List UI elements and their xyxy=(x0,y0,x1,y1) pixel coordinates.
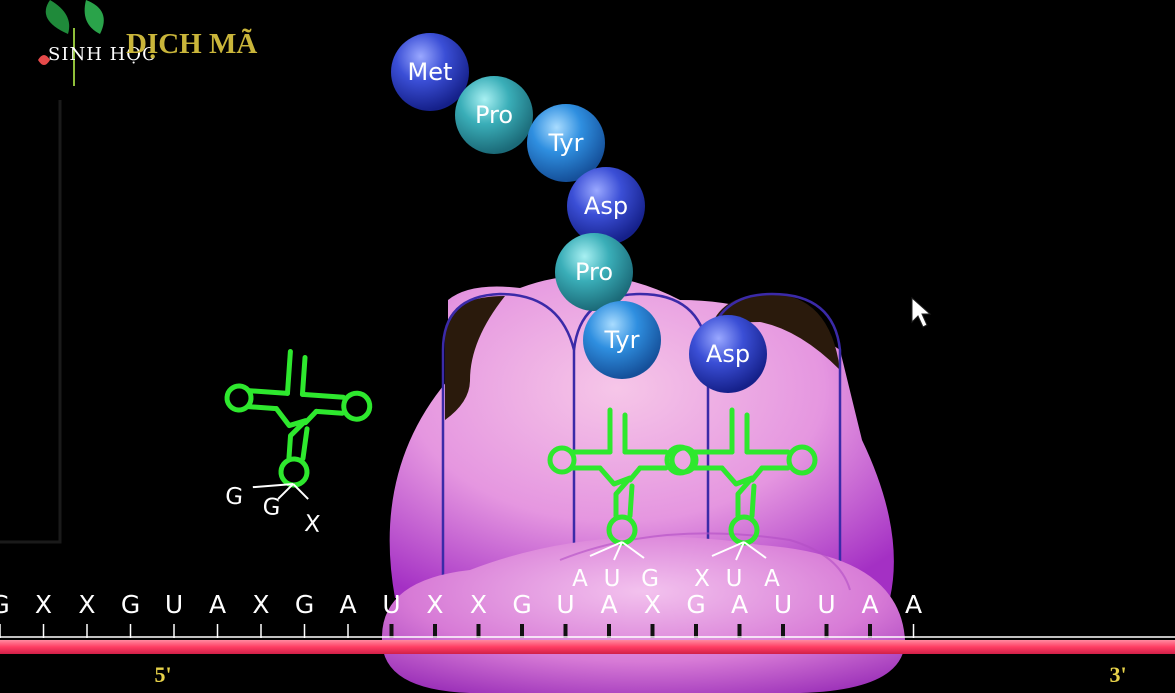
mrna-base: U xyxy=(817,590,835,619)
amino-acid-label: Pro xyxy=(575,258,613,286)
mrna-base: A xyxy=(600,590,617,619)
mrna-base: U xyxy=(165,590,183,619)
amino-acid: Pro xyxy=(555,233,633,311)
anticodon-base: X xyxy=(304,511,322,538)
mrna-base: A xyxy=(339,590,356,619)
amino-acid-label: Pro xyxy=(475,101,513,129)
amino-acid-label: Tyr xyxy=(604,326,640,354)
panel-border xyxy=(0,100,62,544)
anticodon-base: X xyxy=(694,566,710,592)
mrna-base: X xyxy=(35,590,52,619)
amino-acid: Met xyxy=(391,33,469,111)
mrna-base: U xyxy=(382,590,400,619)
mrna-base: A xyxy=(209,590,226,619)
amino-acid: Asp xyxy=(567,167,645,245)
amino-acid-label: Tyr xyxy=(548,129,584,157)
logo-text: SINH HỌC xyxy=(48,44,157,65)
anticodon-base: U xyxy=(726,566,743,592)
mrna-strand xyxy=(0,640,1175,654)
amino-acid: Asp xyxy=(689,315,767,393)
mrna-base: U xyxy=(556,590,574,619)
amino-acid: Tyr xyxy=(583,301,661,379)
mrna-base: X xyxy=(78,590,95,619)
mrna-base: G xyxy=(686,590,705,619)
three-prime-label: 3' xyxy=(1109,662,1126,687)
anticodon-base: A xyxy=(764,566,780,592)
mrna-base: X xyxy=(252,590,269,619)
amino-acid-label: Asp xyxy=(706,340,750,368)
amino-acid: Tyr xyxy=(527,104,605,182)
anticodon-base: A xyxy=(572,566,588,592)
anticodon-base: G xyxy=(224,483,244,510)
mrna-base: X xyxy=(644,590,661,619)
amino-acid-label: Asp xyxy=(584,192,628,220)
mrna-base: G xyxy=(512,590,531,619)
anticodon-base: G xyxy=(641,566,659,592)
amino-acid: Pro xyxy=(455,76,533,154)
mrna-base: G xyxy=(0,590,10,619)
mouse-cursor-icon xyxy=(911,296,932,328)
anticodon-base: G xyxy=(262,494,282,521)
leaf-logo-icon xyxy=(38,0,104,86)
mrna-base: X xyxy=(470,590,487,619)
mrna-base: G xyxy=(295,590,314,619)
mrna-base: X xyxy=(426,590,443,619)
page-title: DỊCH MÃ xyxy=(126,28,258,60)
ribosome-large-subunit xyxy=(389,275,894,598)
mrna-base: A xyxy=(731,590,748,619)
five-prime-label: 5' xyxy=(154,662,171,687)
anticodon-base: U xyxy=(604,566,621,592)
mrna-base: A xyxy=(905,590,922,619)
mrna-base: U xyxy=(774,590,792,619)
amino-acid-label: Met xyxy=(408,58,453,86)
mrna-base: G xyxy=(121,590,140,619)
mrna-base: A xyxy=(861,590,878,619)
